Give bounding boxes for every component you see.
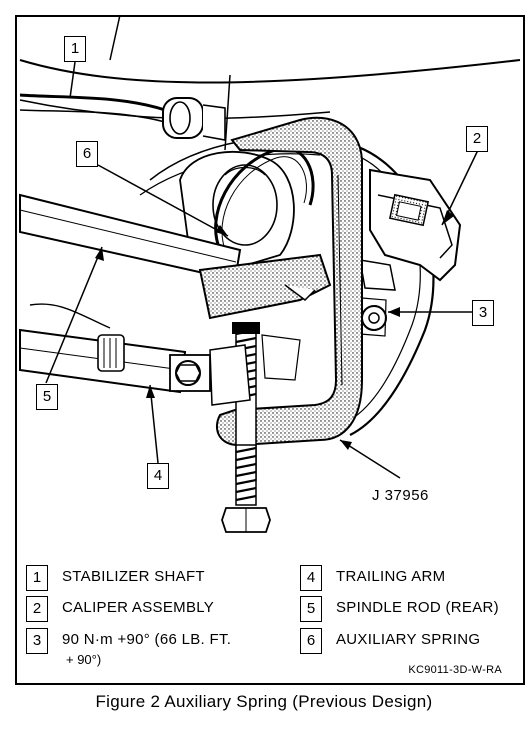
legend-text: CALIPER ASSEMBLY (62, 599, 215, 616)
legend-text: 90 N·m +90° (66 LB. FT. (62, 631, 232, 648)
legend-number: 2 (26, 596, 48, 622)
legend-number: 6 (300, 628, 322, 654)
callout-6: 6 (76, 141, 98, 167)
legend-text: AUXILIARY SPRING (336, 631, 481, 648)
stabilizer-shaft (19, 93, 166, 112)
legend-text-continued: + 90°) (66, 652, 102, 667)
callout-1: 1 (64, 36, 86, 62)
callout-5: 5 (36, 384, 58, 410)
callout-2: 2 (466, 126, 488, 152)
callout-4: 4 (147, 463, 169, 489)
figure-caption: Figure 2 Auxiliary Spring (Previous Desi… (95, 692, 433, 711)
callout-3: 3 (472, 300, 494, 326)
legend-number: 3 (26, 628, 48, 654)
figure-code: KC9011-3D-W-RA (408, 664, 502, 676)
brake-rotor (329, 138, 435, 436)
legend-text: STABILIZER SHAFT (62, 568, 205, 585)
legend-number: 1 (26, 565, 48, 591)
legend-number: 4 (300, 565, 322, 591)
tool-number-label: J 37956 (372, 487, 429, 504)
legend-text: SPINDLE ROD (REAR) (336, 599, 499, 616)
c-clamp-tool (215, 116, 363, 447)
legend-number: 5 (300, 596, 322, 622)
illustration-frame (15, 15, 525, 685)
legend-text: TRAILING ARM (336, 568, 446, 585)
